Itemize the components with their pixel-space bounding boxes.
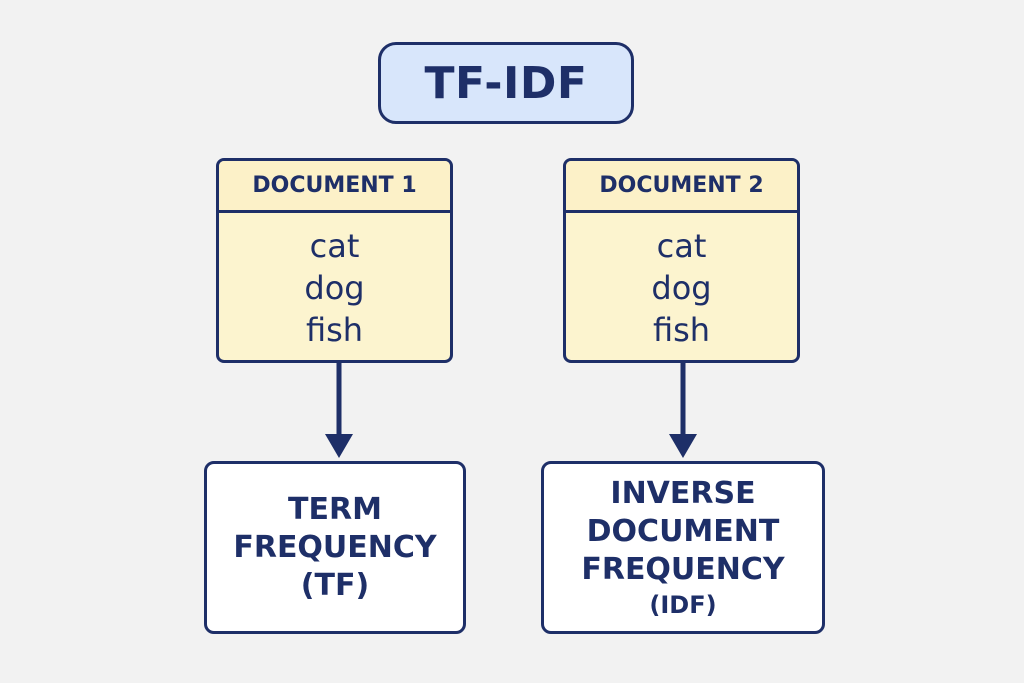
arrow-doc2-to-idf bbox=[669, 362, 697, 458]
document-1-header: DOCUMENT 1 bbox=[219, 161, 450, 213]
idf-abbreviation: (IDF) bbox=[649, 590, 717, 619]
document-2-box: DOCUMENT 2 cat dog fish bbox=[563, 158, 800, 363]
document-1-word: fish bbox=[305, 311, 364, 349]
document-2-word: cat bbox=[656, 227, 707, 265]
document-2-word: fish bbox=[652, 311, 711, 349]
term-frequency-line: (TF) bbox=[300, 567, 370, 603]
term-frequency-box: TERM FREQUENCY (TF) bbox=[204, 461, 466, 634]
idf-line: DOCUMENT bbox=[586, 513, 780, 549]
document-2-words: cat dog fish bbox=[566, 213, 797, 351]
term-frequency-line: TERM bbox=[288, 491, 382, 527]
arrow-doc1-to-tf bbox=[325, 362, 353, 458]
title-box: TF-IDF bbox=[378, 42, 634, 124]
document-2-header: DOCUMENT 2 bbox=[566, 161, 797, 213]
idf-line: INVERSE bbox=[610, 475, 756, 511]
document-1-word: cat bbox=[309, 227, 360, 265]
document-2-word: dog bbox=[651, 269, 712, 307]
inverse-document-frequency-box: INVERSE DOCUMENT FREQUENCY (IDF) bbox=[541, 461, 825, 634]
document-1-words: cat dog fish bbox=[219, 213, 450, 351]
idf-line: FREQUENCY bbox=[581, 551, 785, 587]
document-1-box: DOCUMENT 1 cat dog fish bbox=[216, 158, 453, 363]
document-1-word: dog bbox=[304, 269, 365, 307]
term-frequency-line: FREQUENCY bbox=[233, 529, 437, 565]
